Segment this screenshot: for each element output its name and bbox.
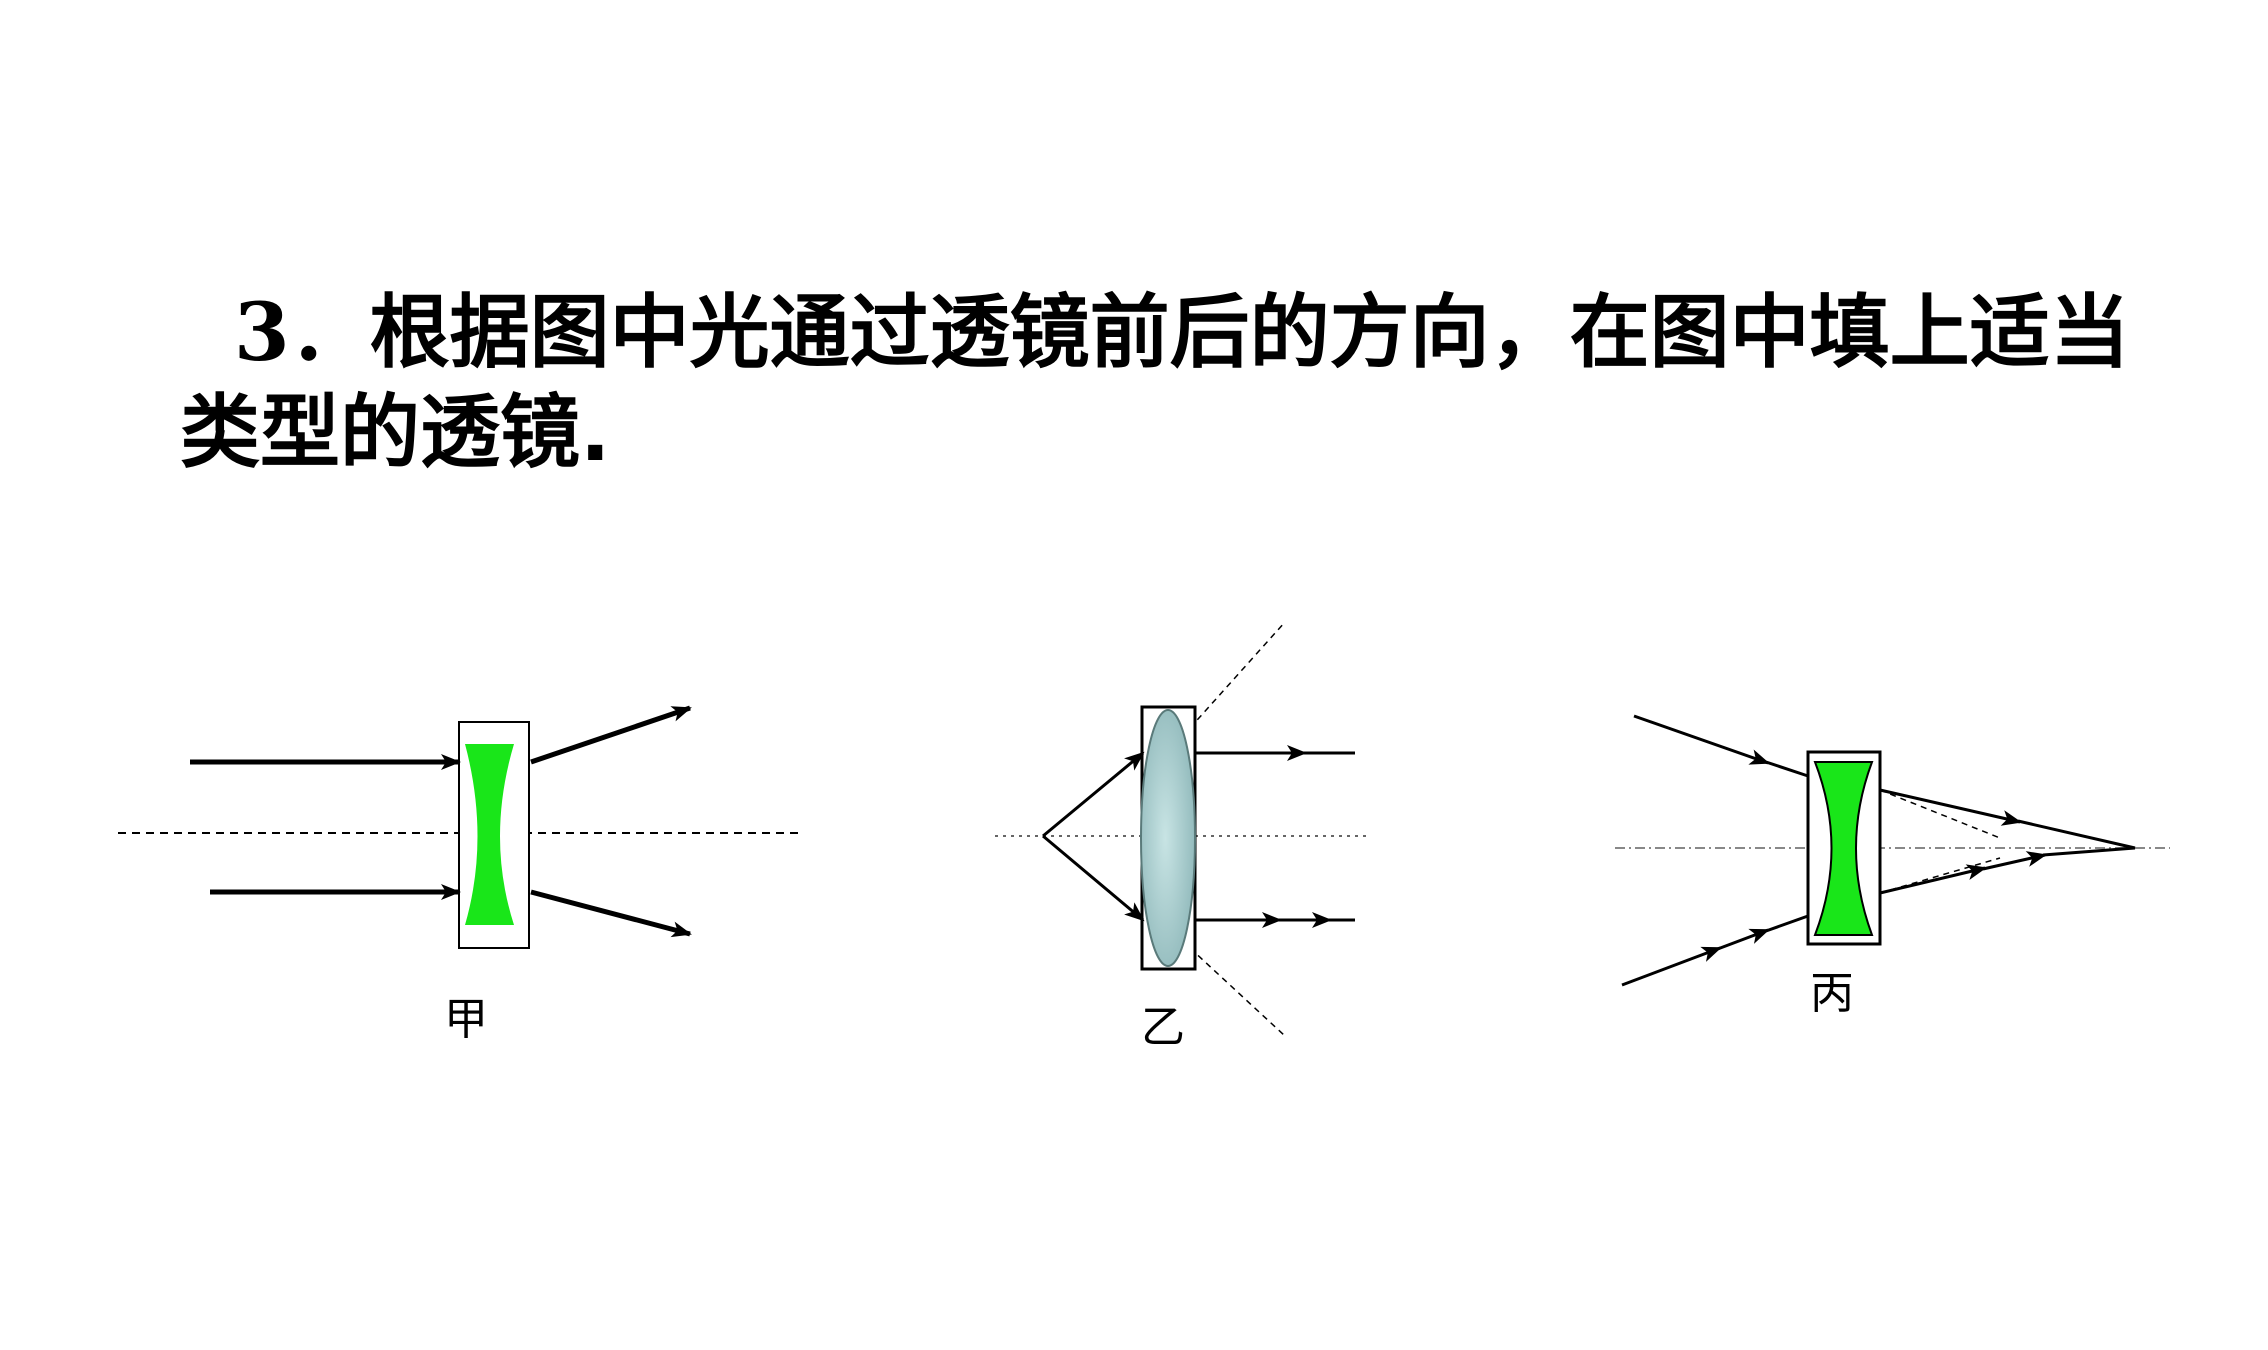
figure-yi: 乙 [995,621,1370,1053]
dashed-guide-upper [1189,621,1286,729]
convex-lens [1140,709,1196,967]
refracted-ray-upper-tail [2017,819,2136,850]
refracted-ray-lower [1879,864,1987,895]
figure-label-yi: 乙 [1141,1002,1185,1053]
incident-ray-upper [1042,751,1145,838]
question-line-1: 3．根据图中光通过透镜前后的方向，在图中填上适当 [180,282,2180,383]
figure-bing: 丙 [1615,714,2170,1019]
refracted-ray-upper [530,705,692,765]
incident-ray-lower-end [1765,914,1809,933]
refracted-ray-upper [1879,788,2022,826]
incident-ray-lower [1621,946,1722,987]
question-number: 3． [234,285,370,379]
dashed-guide-lower [1189,947,1286,1037]
incident-ray-upper [1633,714,1770,765]
incident-ray-lower-mid [1714,928,1770,952]
refracted-ray-lower-tail [2042,846,2136,857]
refracted-ray-lower-mid [1982,851,2047,871]
virtual-ray-lower [1879,857,2001,894]
refracted-ray-lower [530,889,692,938]
figure-label-bing: 丙 [1810,968,1854,1019]
figure-jia: 甲 [118,705,800,1045]
question-line-2: 类型的透镜. [180,386,611,479]
question-line-1-text: 根据图中光通过透镜前后的方向，在图中填上适当 [369,286,2130,379]
concave-lens [1813,761,1874,936]
incident-ray-lower [1042,834,1145,922]
incident-ray-upper-end [1765,760,1809,778]
concave-lens [465,744,514,925]
question-text: 3．根据图中光通过透镜前后的方向，在图中填上适当 类型的透镜. [180,282,2180,483]
figure-label-jia: 甲 [444,994,488,1045]
